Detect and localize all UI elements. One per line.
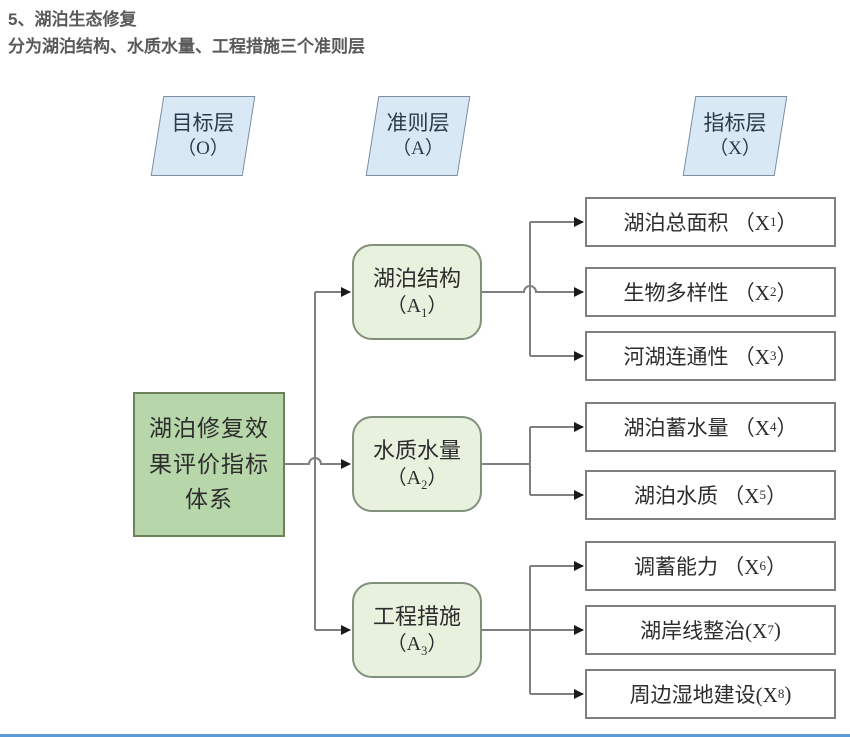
page-title: 5、湖泊生态修复 [8, 10, 137, 29]
criteria-a3-label: 工程措施 [372, 603, 461, 629]
header-criteria-layer-label: 准则层 [386, 111, 450, 135]
goal-node-line1: 湖泊修复效 [149, 416, 269, 442]
criteria-a3-code: （A3） [386, 633, 448, 659]
header-indicator-layer-code: （X） [709, 138, 761, 160]
header-indicator-layer-label: 指标层 [703, 111, 767, 135]
bottom-divider [0, 734, 850, 737]
goal-node: 湖泊修复效 果评价指标 体系 [133, 392, 285, 537]
criteria-a1-code: （A1） [386, 295, 448, 321]
criteria-node-a1: 湖泊结构 （A1） [352, 244, 482, 340]
goal-node-line2: 果评价指标 [149, 451, 269, 477]
header-criteria-layer-code: （A） [392, 138, 444, 160]
header-criteria-layer: 准则层 （A） [365, 96, 471, 176]
criteria-node-a2: 水质水量 （A2） [352, 416, 482, 512]
header-goal-layer-code: （O） [177, 138, 229, 160]
edge-a1-to-x2 [482, 285, 584, 297]
edge-goal-to-a2 [285, 457, 351, 469]
criteria-node-a3: 工程措施 （A3） [352, 582, 482, 678]
goal-node-line3: 体系 [185, 487, 233, 513]
page-subtitle: 分为湖泊结构、水质水量、工程措施三个准则层 [8, 37, 365, 56]
header-goal-layer-label: 目标层 [171, 111, 235, 135]
criteria-a2-label: 水质水量 [372, 437, 461, 463]
header-indicator-layer: 指标层 （X） [682, 96, 788, 176]
criteria-a2-code: （A2） [386, 467, 448, 493]
header-goal-layer: 目标层 （O） [150, 96, 256, 176]
criteria-a1-label: 湖泊结构 [372, 265, 461, 291]
